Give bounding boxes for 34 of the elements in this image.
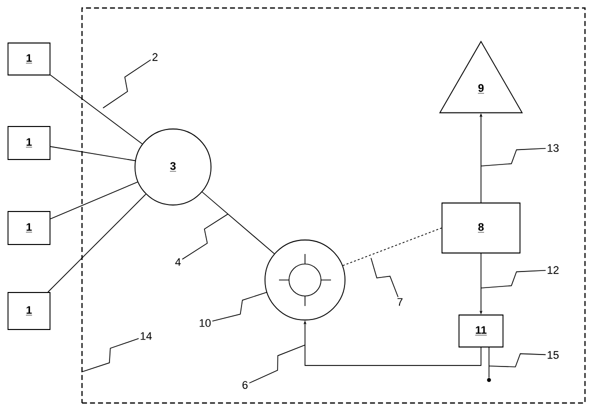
leader-line	[480, 270, 546, 288]
block-box: 1	[8, 42, 50, 76]
block-box: 8	[442, 202, 520, 254]
callout-number: 13	[548, 144, 559, 152]
dashed-frame	[81, 7, 586, 404]
leader-line	[81, 338, 140, 372]
block-box: 11	[458, 314, 504, 348]
leader-line	[248, 344, 306, 384]
callout-number: 2	[152, 53, 158, 61]
leader-line	[480, 148, 546, 166]
crosshair-circle	[264, 240, 346, 320]
connector	[50, 146, 136, 162]
connector	[202, 192, 275, 254]
connector	[488, 347, 490, 378]
leader-line	[370, 258, 398, 298]
callout-number: 15	[548, 351, 559, 359]
block-box: 1	[8, 126, 50, 160]
connector	[48, 194, 146, 292]
connector	[50, 182, 138, 220]
leader-line	[212, 292, 267, 322]
block-box: 1	[8, 211, 50, 245]
callout-number: 10	[200, 319, 211, 327]
leader-line	[102, 59, 152, 108]
block-box: 1	[8, 292, 50, 330]
connector	[50, 74, 143, 144]
callout-number: 12	[548, 266, 559, 274]
connector	[342, 228, 442, 266]
callout-number: 6	[242, 381, 248, 389]
leader-line	[182, 214, 228, 260]
leader-line	[488, 353, 546, 368]
callout-number: 7	[398, 298, 402, 306]
callout-number: 14	[140, 332, 152, 340]
callout-number: 4	[175, 258, 181, 266]
circle-node: 3	[134, 128, 212, 206]
